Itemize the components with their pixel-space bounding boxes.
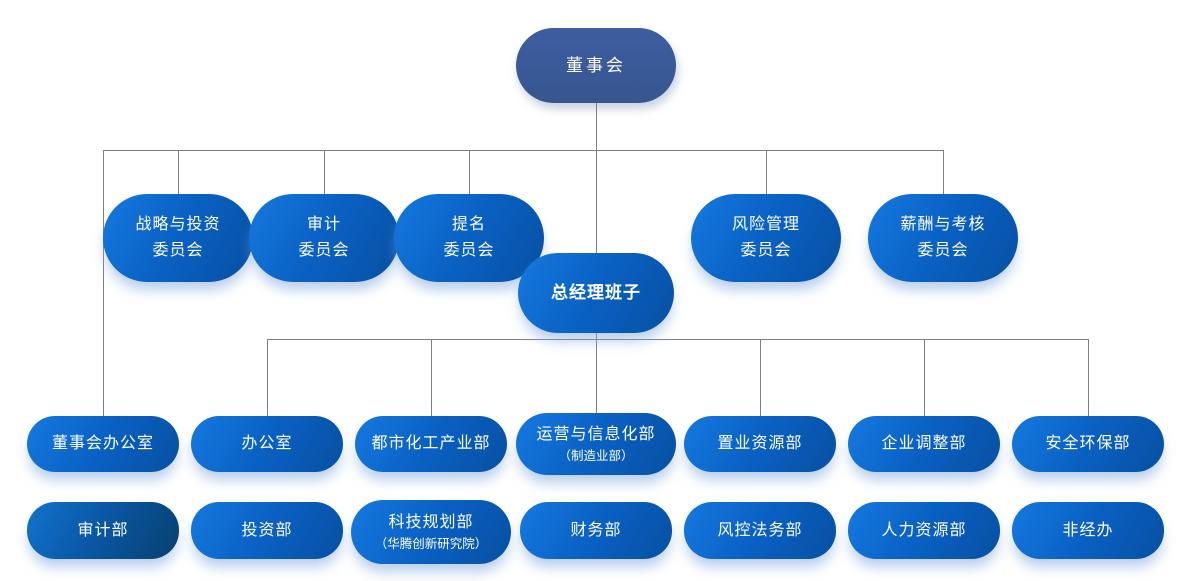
connector-drop-strategy-committee (178, 150, 179, 194)
node-property-resources-dept: 置业资源部 (684, 416, 836, 472)
node-safety-environment-dept: 安全环保部 (1012, 416, 1164, 472)
connector-drop-office (267, 339, 268, 416)
node-label: 运营与信息化部 (536, 425, 656, 443)
node-general-manager-team: 总经理班子 (518, 253, 674, 333)
connector-drop-property-resources (760, 339, 761, 416)
node-risk-management-committee: 风险管理 委员会 (691, 194, 841, 282)
node-board-office: 董事会办公室 (27, 416, 179, 472)
node-label: 委员会 (152, 242, 204, 259)
node-label: 审计 (306, 216, 341, 233)
node-label: 委员会 (298, 242, 350, 259)
connector-gm-vertical (596, 333, 597, 416)
node-label: 薪酬与考核 (900, 216, 986, 233)
node-non-operating-office: 非经办 (1012, 502, 1164, 559)
node-label: 财务部 (570, 521, 622, 539)
connector-drop-enterprise-adjustment (924, 339, 925, 416)
connector-drop-safety-environment (1088, 339, 1089, 416)
node-technology-planning-dept: 科技规划部 （华腾创新研究院） (351, 500, 511, 564)
node-label: 提名 (451, 216, 486, 233)
node-label: 置业资源部 (717, 435, 803, 452)
connector-board-vertical (596, 103, 597, 253)
node-label: 风险管理 (731, 216, 800, 233)
node-urban-chemical-industry-dept: 都市化工产业部 (355, 416, 507, 472)
node-label: 非经办 (1062, 521, 1114, 539)
node-sublabel: （华腾创新研究院） (374, 536, 488, 551)
connector-drop-urban-chemical (431, 339, 432, 416)
node-risk-control-legal-dept: 风控法务部 (684, 502, 836, 559)
connector-drop-risk-committee (766, 150, 767, 194)
node-label: 人力资源部 (881, 521, 967, 539)
node-label: 董事会 (566, 55, 626, 75)
node-enterprise-adjustment-dept: 企业调整部 (848, 416, 1000, 472)
node-strategy-investment-committee: 战略与投资 委员会 (103, 194, 253, 282)
node-nomination-committee: 提名 委员会 (394, 194, 544, 282)
node-label: 审计部 (77, 521, 129, 539)
node-audit-dept: 审计部 (27, 502, 179, 559)
connector-drop-audit-committee (324, 150, 325, 194)
node-label: 总经理班子 (551, 283, 641, 302)
node-label: 安全环保部 (1045, 435, 1131, 452)
node-compensation-assessment-committee: 薪酬与考核 委员会 (868, 194, 1018, 282)
node-investment-dept: 投资部 (191, 502, 343, 559)
connector-departments-horizontal (267, 339, 1088, 340)
node-sublabel: （制造业部） (558, 448, 634, 463)
connector-board-office-vertical (103, 150, 104, 416)
node-label: 战略与投资 (135, 216, 221, 233)
node-label: 委员会 (917, 242, 969, 259)
node-label: 委员会 (740, 242, 792, 259)
node-label: 投资部 (241, 521, 293, 539)
node-finance-dept: 财务部 (520, 502, 672, 559)
node-human-resources-dept: 人力资源部 (848, 502, 1000, 559)
node-operations-informatization-dept: 运营与信息化部 （制造业部） (516, 413, 676, 475)
node-label: 董事会办公室 (51, 435, 154, 452)
connector-drop-compensation-committee (943, 150, 944, 194)
node-label: 办公室 (241, 435, 293, 452)
connector-drop-nomination-committee (469, 150, 470, 194)
node-label: 风控法务部 (717, 521, 803, 539)
connector-committees-horizontal (103, 150, 943, 151)
node-audit-committee: 审计 委员会 (249, 194, 399, 282)
node-office: 办公室 (191, 416, 343, 472)
node-label: 都市化工产业部 (371, 435, 491, 452)
node-board-of-directors: 董事会 (516, 28, 676, 103)
node-label: 委员会 (443, 242, 495, 259)
node-label: 企业调整部 (881, 435, 967, 452)
node-label: 科技规划部 (388, 513, 474, 531)
